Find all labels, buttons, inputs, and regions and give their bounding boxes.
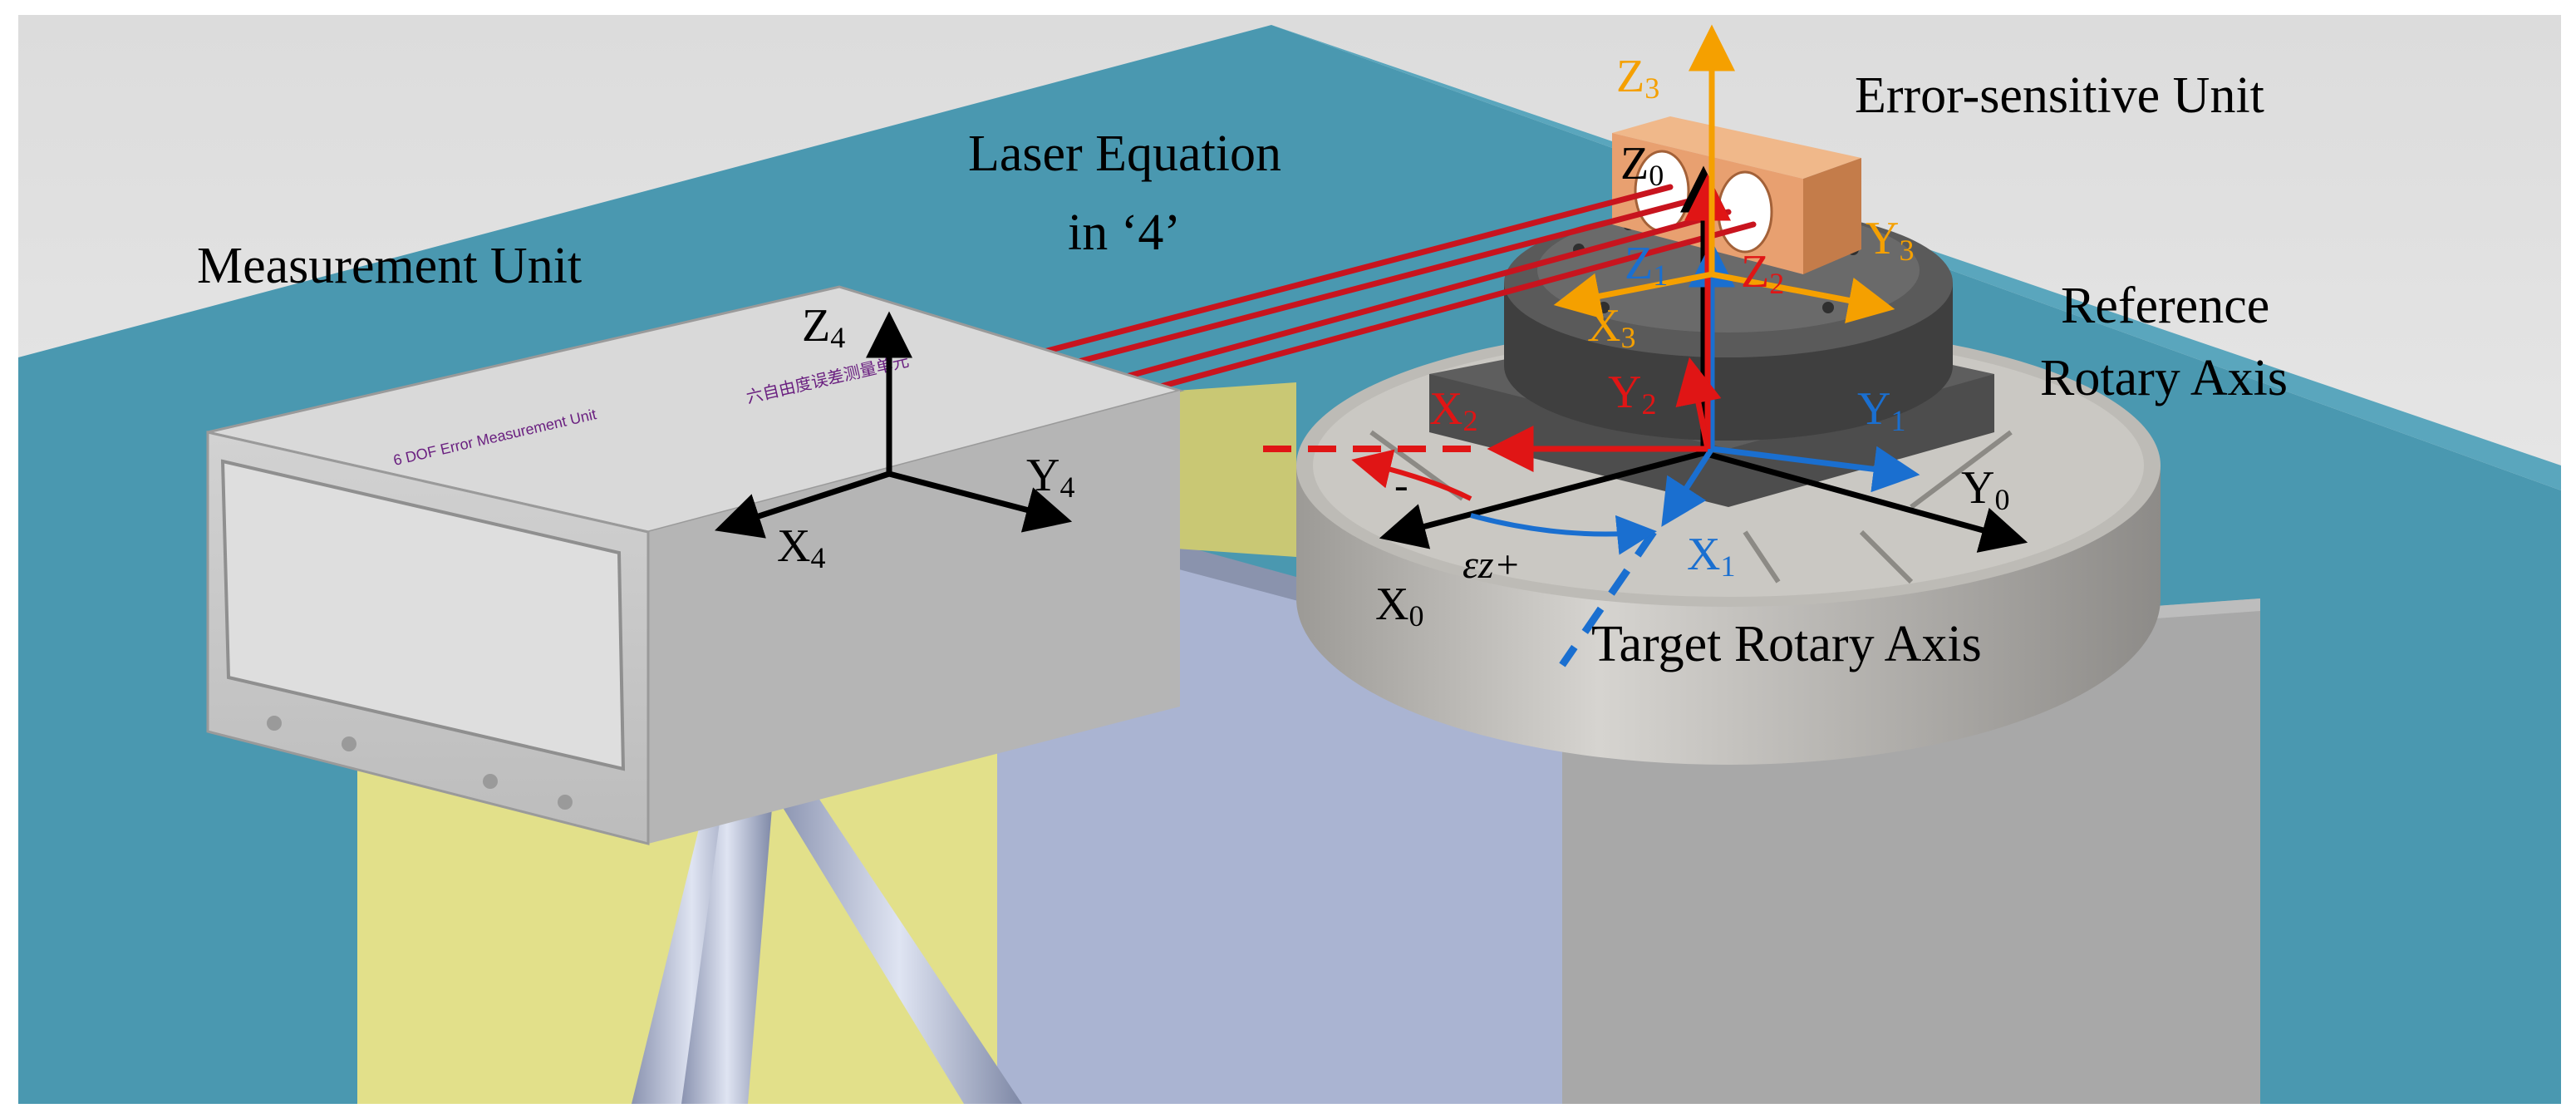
axis-label-Z1: Z1	[1625, 238, 1668, 292]
axis-label-Z4: Z4	[802, 300, 845, 354]
axis-label-X2: X2	[1429, 383, 1477, 437]
axis-label-X0: X0	[1375, 579, 1423, 633]
rotation-minus-sign: -	[1394, 461, 1408, 508]
error-sensitive-unit-label: Error-sensitive Unit	[1855, 67, 2264, 124]
reference-rotary-axis-label-line1: Reference	[2061, 278, 2269, 334]
axis-label-X3: X3	[1587, 300, 1635, 354]
tripod	[632, 798, 1022, 1104]
frame-2-axes	[1487, 174, 1731, 472]
laser-beams	[1019, 184, 1757, 398]
axis-label-Y1: Y1	[1857, 383, 1905, 437]
axis-label-Y3: Y3	[1866, 213, 1914, 267]
frame-4-axes	[715, 311, 1073, 539]
frame-3-axes	[1553, 24, 1895, 323]
target-rotary-axis-label: Target Rotary Axis	[1591, 616, 1982, 672]
axis-label-X4: X4	[777, 520, 825, 574]
axis-label-Y0: Y0	[1961, 462, 2009, 516]
axis-label-Z3: Z3	[1616, 51, 1659, 105]
axis-label-Y4: Y4	[1026, 450, 1074, 504]
epsilon-z-label: εz+	[1463, 543, 1521, 587]
laser-equation-label-line2: in ‘4’	[1068, 204, 1181, 261]
reference-rotary-axis-label-line2: Rotary Axis	[2040, 350, 2288, 406]
axis-label-Y2: Y2	[1608, 367, 1656, 421]
rotation-arc-red	[1351, 449, 1472, 501]
axis-label-Z0: Z0	[1620, 138, 1664, 192]
rotation-arc-blue	[1470, 513, 1657, 555]
axis-label-X1: X1	[1687, 529, 1735, 583]
measurement-unit-label: Measurement Unit	[197, 238, 582, 294]
axis-label-Z2: Z2	[1741, 246, 1784, 300]
frame-1-axes	[1661, 240, 1920, 527]
laser-equation-label-line1: Laser Equation	[968, 126, 1281, 182]
